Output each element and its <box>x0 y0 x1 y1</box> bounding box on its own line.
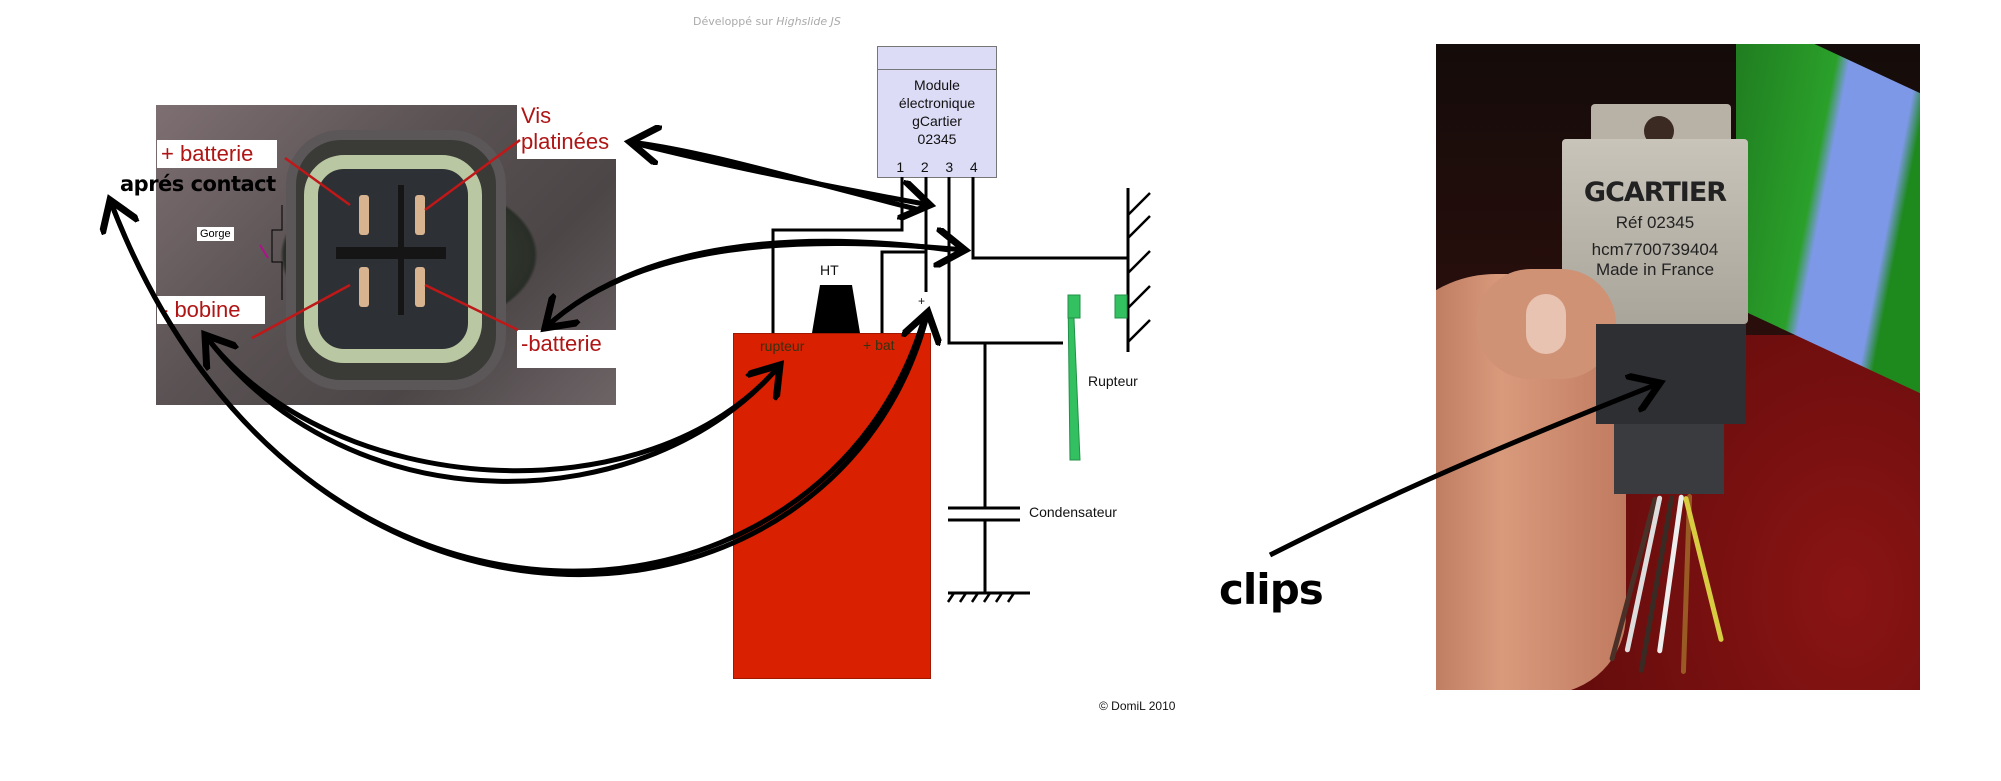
rupteur-label: Rupteur <box>1088 373 1138 389</box>
module-text: Module électronique gCartier 02345 <box>878 76 996 148</box>
label-platinees: platinées <box>521 129 610 154</box>
copyright: © DomiL 2010 <box>1099 699 1176 713</box>
label-apres-contact: aprés contact <box>120 172 276 196</box>
photo-thumbnail <box>1526 294 1566 354</box>
module-line-4: 02345 <box>917 131 957 147</box>
ht-terminal <box>812 285 860 333</box>
label-vis-platinees: Vis platinées <box>517 103 625 159</box>
ht-label: HT <box>820 262 839 278</box>
arrow-pin2 <box>629 139 930 205</box>
wire-bat-coil <box>880 250 926 333</box>
arrow-rupteur-bobine <box>205 335 782 484</box>
module-connector <box>1596 324 1746 424</box>
arrow-bobine-rupteur <box>203 333 780 474</box>
ground-hatches <box>946 192 1151 603</box>
module-pin-3: 3 <box>945 159 954 175</box>
label-moins-batterie: -batterie <box>517 330 625 368</box>
pin-moins-bobine <box>359 267 369 307</box>
module-brand: GCARTIER <box>1583 177 1727 208</box>
condensateur-label: Condensateur <box>1029 504 1117 520</box>
leader-plus-batterie <box>284 156 351 207</box>
module-electronique-box: Module électronique gCartier 02345 1 2 3… <box>877 46 997 178</box>
highslide-credit[interactable]: Développé sur Highslide JS <box>693 15 841 28</box>
label-vis: Vis <box>521 103 552 128</box>
credit-name: Highslide JS <box>776 15 841 28</box>
rupteur-contacts <box>1067 294 1128 461</box>
module-header <box>878 47 996 70</box>
module-line-3: gCartier <box>912 113 962 129</box>
label-plus-batterie: + batterie <box>157 140 277 168</box>
arrow-clips <box>1268 383 1660 558</box>
connector-divider-h <box>336 247 446 259</box>
arrow-apres-contact-bat <box>107 199 928 578</box>
label-moins-bobine: - bobine <box>157 296 265 324</box>
arrow-vis-platinees <box>630 142 921 213</box>
connector-leaders <box>251 138 521 340</box>
arrow-pin3 <box>543 243 965 330</box>
leader-vis-platinees <box>424 138 521 212</box>
annotation-arrows <box>107 139 1660 578</box>
module-pin-2: 2 <box>920 159 929 175</box>
wire-pin4-ground <box>971 177 1128 260</box>
pin-vis-platinees <box>415 195 425 235</box>
rupteur-arm <box>1067 294 1081 461</box>
module-pins: 1 2 3 4 <box>878 159 996 175</box>
rupteur-contact-moving <box>1067 294 1081 319</box>
pin-plus-batterie <box>359 195 369 235</box>
coil-rupteur-label: rupteur <box>760 338 805 354</box>
module-line-2: électronique <box>898 95 976 111</box>
wire-pin3-rupteur <box>947 177 1063 345</box>
module-pin-4: 4 <box>969 159 978 175</box>
module-line-1: Module <box>914 77 960 93</box>
plus-sign: + <box>918 294 926 308</box>
module-connector-plug <box>1614 424 1724 494</box>
credit-prefix: Développé sur <box>693 15 773 28</box>
leader-gorge <box>259 244 269 259</box>
module-origin: Made in France <box>1595 260 1715 279</box>
module-part-number: hcm7700739404 <box>1591 240 1719 259</box>
clips-label: clips <box>1219 565 1324 614</box>
label-gorge: Gorge <box>197 227 234 241</box>
module-photo: GCARTIER Réf 02345 hcm7700739404 Made in… <box>1436 44 1920 690</box>
connector-divider-v <box>398 185 404 315</box>
gorge-profile <box>271 205 283 300</box>
module-pin-1: 1 <box>896 159 905 175</box>
pin-moins-batterie <box>415 267 425 307</box>
arrow-bat-apres-contact <box>110 200 928 574</box>
leader-moins-bobine <box>251 283 351 340</box>
rupteur-contact-fixed <box>1114 294 1128 319</box>
module-ref: Réf 02345 <box>1615 213 1695 232</box>
coil-bat-label: + bat <box>863 337 895 353</box>
leader-moins-batterie <box>424 283 519 332</box>
